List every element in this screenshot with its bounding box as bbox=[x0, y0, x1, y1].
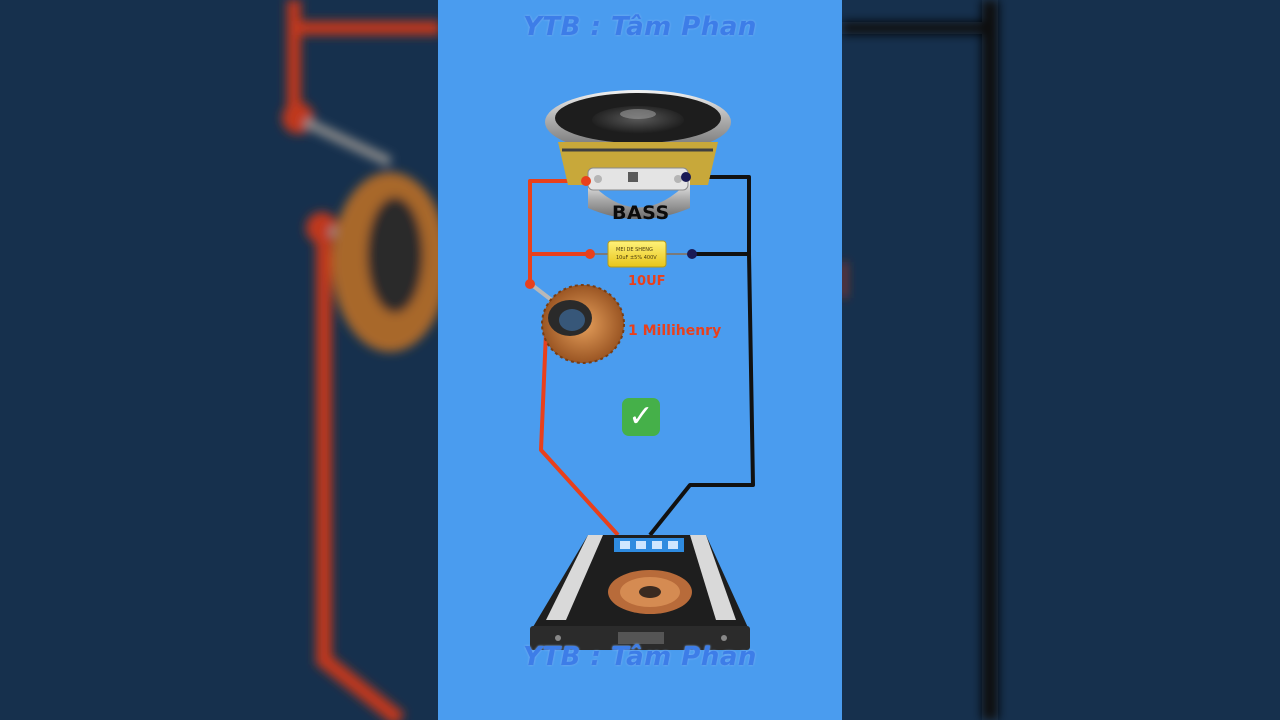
inductor-coil bbox=[530, 283, 625, 364]
capacitor-marking-rating: 10uF ±5% 400V bbox=[616, 255, 657, 261]
diagram-panel: YTB : Tâm Phan YTB : Tâm Phan BASS MEI D… bbox=[438, 0, 842, 720]
capacitor-marking-brand: MEI DE SHENG bbox=[616, 247, 653, 253]
power-amplifier bbox=[530, 535, 750, 650]
speaker-label: BASS bbox=[612, 202, 670, 224]
check-mark-icon: ✓ bbox=[622, 398, 660, 436]
capacitor bbox=[590, 240, 692, 268]
watermark-bottom: YTB : Tâm Phan bbox=[523, 642, 757, 672]
terminal-dots bbox=[525, 172, 697, 289]
watermark-top: YTB : Tâm Phan bbox=[523, 12, 757, 42]
wiring-diagram bbox=[525, 90, 755, 650]
check-mark-glyph: ✓ bbox=[628, 399, 654, 434]
bass-speaker bbox=[545, 90, 731, 219]
capacitor-value-label: 10UF bbox=[628, 274, 666, 289]
inductor-value-label: 1 Millihenry bbox=[628, 323, 722, 339]
negative-wire bbox=[648, 175, 755, 537]
